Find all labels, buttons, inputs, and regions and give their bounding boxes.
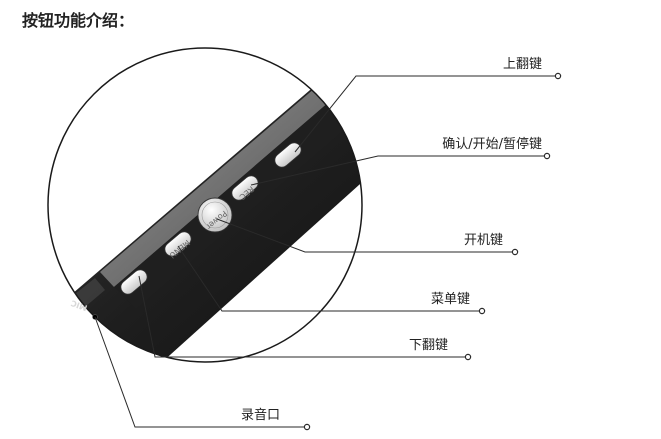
label-mic: 录音口 bbox=[241, 407, 280, 423]
label-menu-key: 菜单键 bbox=[431, 292, 470, 307]
magnified-device-view: REC Power MENU MIC bbox=[47, 47, 363, 363]
leader-power bbox=[216, 218, 515, 253]
dot-mic bbox=[303, 423, 311, 431]
leader-down bbox=[138, 275, 468, 358]
leader-lines bbox=[94, 75, 558, 428]
label-up-key: 上翻键 bbox=[503, 57, 542, 72]
dot-up bbox=[554, 72, 562, 80]
leader-up bbox=[294, 75, 558, 153]
dot-menu bbox=[478, 307, 486, 315]
label-power-key: 开机键 bbox=[464, 233, 503, 248]
dot-down bbox=[464, 353, 472, 361]
power-key[interactable]: Power bbox=[197, 197, 233, 233]
leader-confirm bbox=[250, 155, 547, 186]
down-key[interactable] bbox=[118, 267, 150, 297]
dot-confirm bbox=[543, 152, 551, 160]
label-down-key: 下翻键 bbox=[409, 338, 448, 353]
leader-menu bbox=[177, 245, 482, 312]
up-key[interactable] bbox=[272, 140, 304, 170]
leader-mic bbox=[94, 316, 307, 428]
label-confirm-key: 确认/开始/暂停键 bbox=[442, 136, 542, 152]
leader-dots bbox=[303, 72, 562, 431]
page-title: 按钮功能介绍： bbox=[22, 11, 134, 30]
dot-power bbox=[511, 248, 519, 256]
